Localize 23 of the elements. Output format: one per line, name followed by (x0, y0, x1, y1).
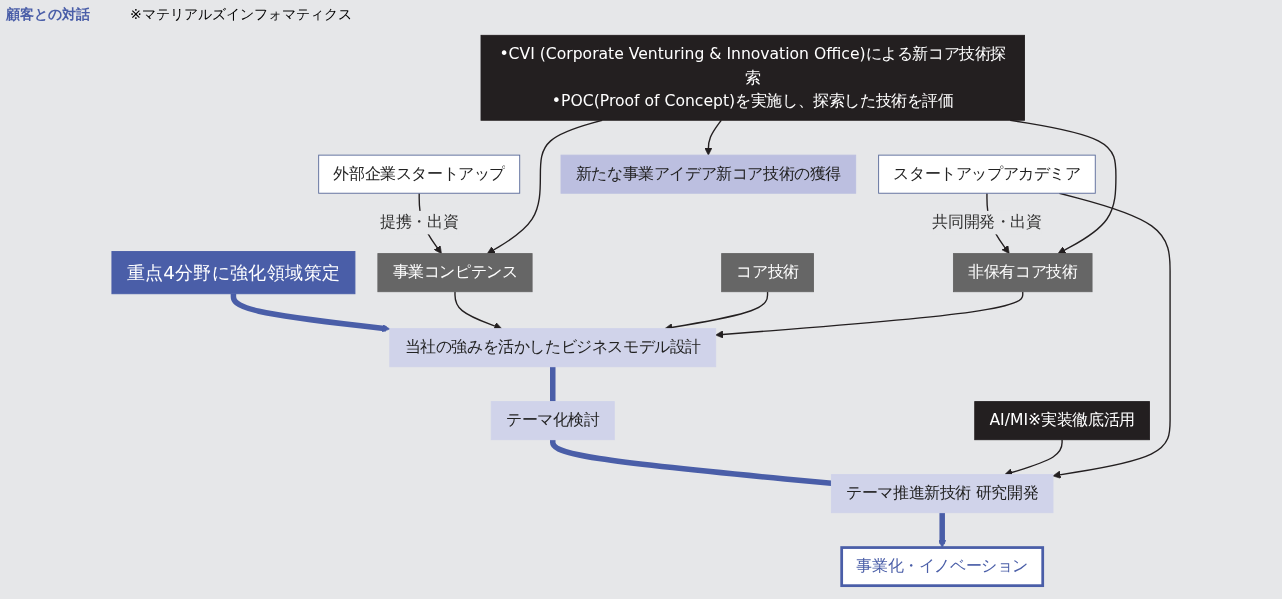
node-box: 事業コンピテンス (377, 253, 533, 293)
footnote: ※マテリアルズインフォマティクス (130, 6, 352, 24)
arrow (1052, 192, 1171, 479)
arrow (938, 512, 947, 548)
node-box: 外部企業スタートアップ (318, 154, 521, 194)
arrow (715, 291, 1024, 339)
node-box: テーマ推進新技術 研究開発 (830, 474, 1054, 514)
cycle-label: 顧客との対話 (6, 6, 90, 24)
edge-label: 共同開発・出資 (932, 212, 1042, 231)
node-box: テーマ化検討 (490, 401, 615, 441)
arrow (704, 119, 722, 156)
node-box: 新たな事業アイデア新コア技術の獲得 (560, 154, 857, 194)
node-box: 事業化・イノベーション (840, 546, 1045, 588)
arrow (454, 291, 503, 330)
node-box: AI/MI※実装徹底活用 (974, 401, 1150, 441)
node-box: コア技術 (721, 253, 814, 293)
node-box: 当社の強みを活かしたビジネスモデル設計 (389, 328, 717, 368)
node-box: スタートアップアカデミア (878, 154, 1096, 194)
connector (550, 366, 556, 402)
node-box: •CVI (Corporate Venturing & Innovation Office)による新コア技術探索 •POC(Proof of Concept)を実施し、探索した技術を評価 (480, 34, 1025, 121)
node-box: 重点4分野に強化領域策定 (111, 251, 356, 295)
edge-label: 提携・出資 (380, 212, 459, 231)
node-box: 非保有コア技術 (953, 253, 1093, 293)
